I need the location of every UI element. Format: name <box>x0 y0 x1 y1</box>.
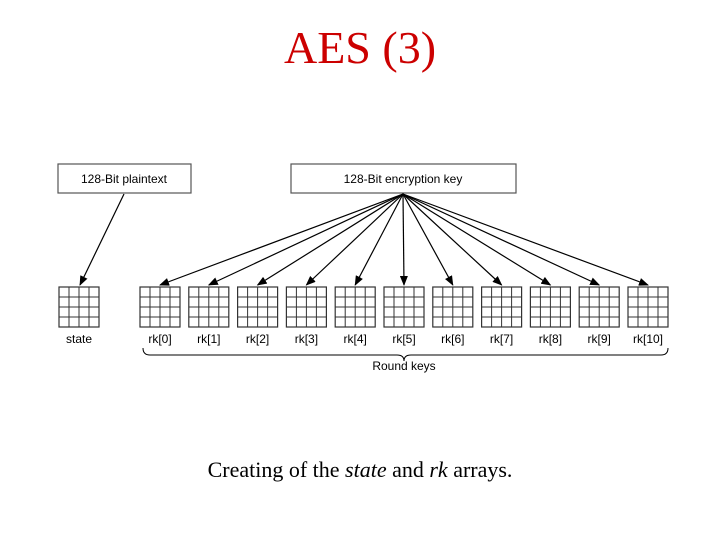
key-arrow <box>256 193 404 286</box>
key-arrow <box>399 193 408 286</box>
caption: Creating of the state and rk arrays. <box>0 455 720 485</box>
round-key-label: rk[3] <box>295 332 318 346</box>
caption-text-1: Creating of the <box>207 457 346 482</box>
key-arrow <box>354 193 404 286</box>
round-key-label: rk[9] <box>588 332 611 346</box>
round-key-label: rk[6] <box>441 332 464 346</box>
grids-group <box>58 286 669 328</box>
encryption-key-label: 128-Bit encryption key <box>344 172 463 186</box>
key-arrow <box>402 193 649 286</box>
key-arrow <box>402 193 454 286</box>
round-key-grid <box>188 286 230 328</box>
round-key-label: rk[0] <box>148 332 171 346</box>
round-key-grid <box>432 286 474 328</box>
arrows-group <box>79 193 649 286</box>
state-grid <box>58 286 100 328</box>
round-key-grid <box>578 286 620 328</box>
key-arrow <box>402 193 552 286</box>
round-key-label: rk[8] <box>539 332 562 346</box>
round-key-grid <box>139 286 181 328</box>
round-key-grid <box>285 286 327 328</box>
plaintext-arrow <box>79 193 125 286</box>
round-key-label: rk[1] <box>197 332 220 346</box>
grid-labels-group: state rk[0] rk[1] rk[2] rk[3] rk[4] rk[5] rk[6]… <box>66 332 663 346</box>
round-key-label: rk[7] <box>490 332 513 346</box>
round-key-grid <box>334 286 376 328</box>
plaintext-label: 128-Bit plaintext <box>81 172 168 186</box>
key-arrow <box>402 193 601 286</box>
state-label: state <box>66 332 92 346</box>
encryption-key-box <box>290 163 517 194</box>
plaintext-box <box>57 163 192 194</box>
round-key-grid <box>237 286 279 328</box>
round-key-label: rk[4] <box>344 332 367 346</box>
round-key-label: rk[2] <box>246 332 269 346</box>
caption-text-2: and <box>386 457 430 482</box>
round-key-grid <box>383 286 425 328</box>
key-arrow <box>402 193 503 286</box>
key-arrow <box>305 193 404 286</box>
caption-text-3: arrays. <box>447 457 513 482</box>
round-keys-label: Round keys <box>372 359 435 373</box>
round-key-grid <box>627 286 669 328</box>
caption-state-term: state <box>345 457 387 482</box>
round-keys-brace <box>142 347 669 362</box>
slide-title: AES (3) <box>283 22 437 73</box>
round-key-grid <box>529 286 572 328</box>
key-arrow <box>159 193 404 286</box>
caption-rk-term: rk <box>429 457 448 482</box>
key-arrow <box>207 193 404 286</box>
round-key-label: rk[10] <box>633 332 663 346</box>
round-key-label: rk[5] <box>392 332 415 346</box>
round-key-grid <box>481 286 523 328</box>
